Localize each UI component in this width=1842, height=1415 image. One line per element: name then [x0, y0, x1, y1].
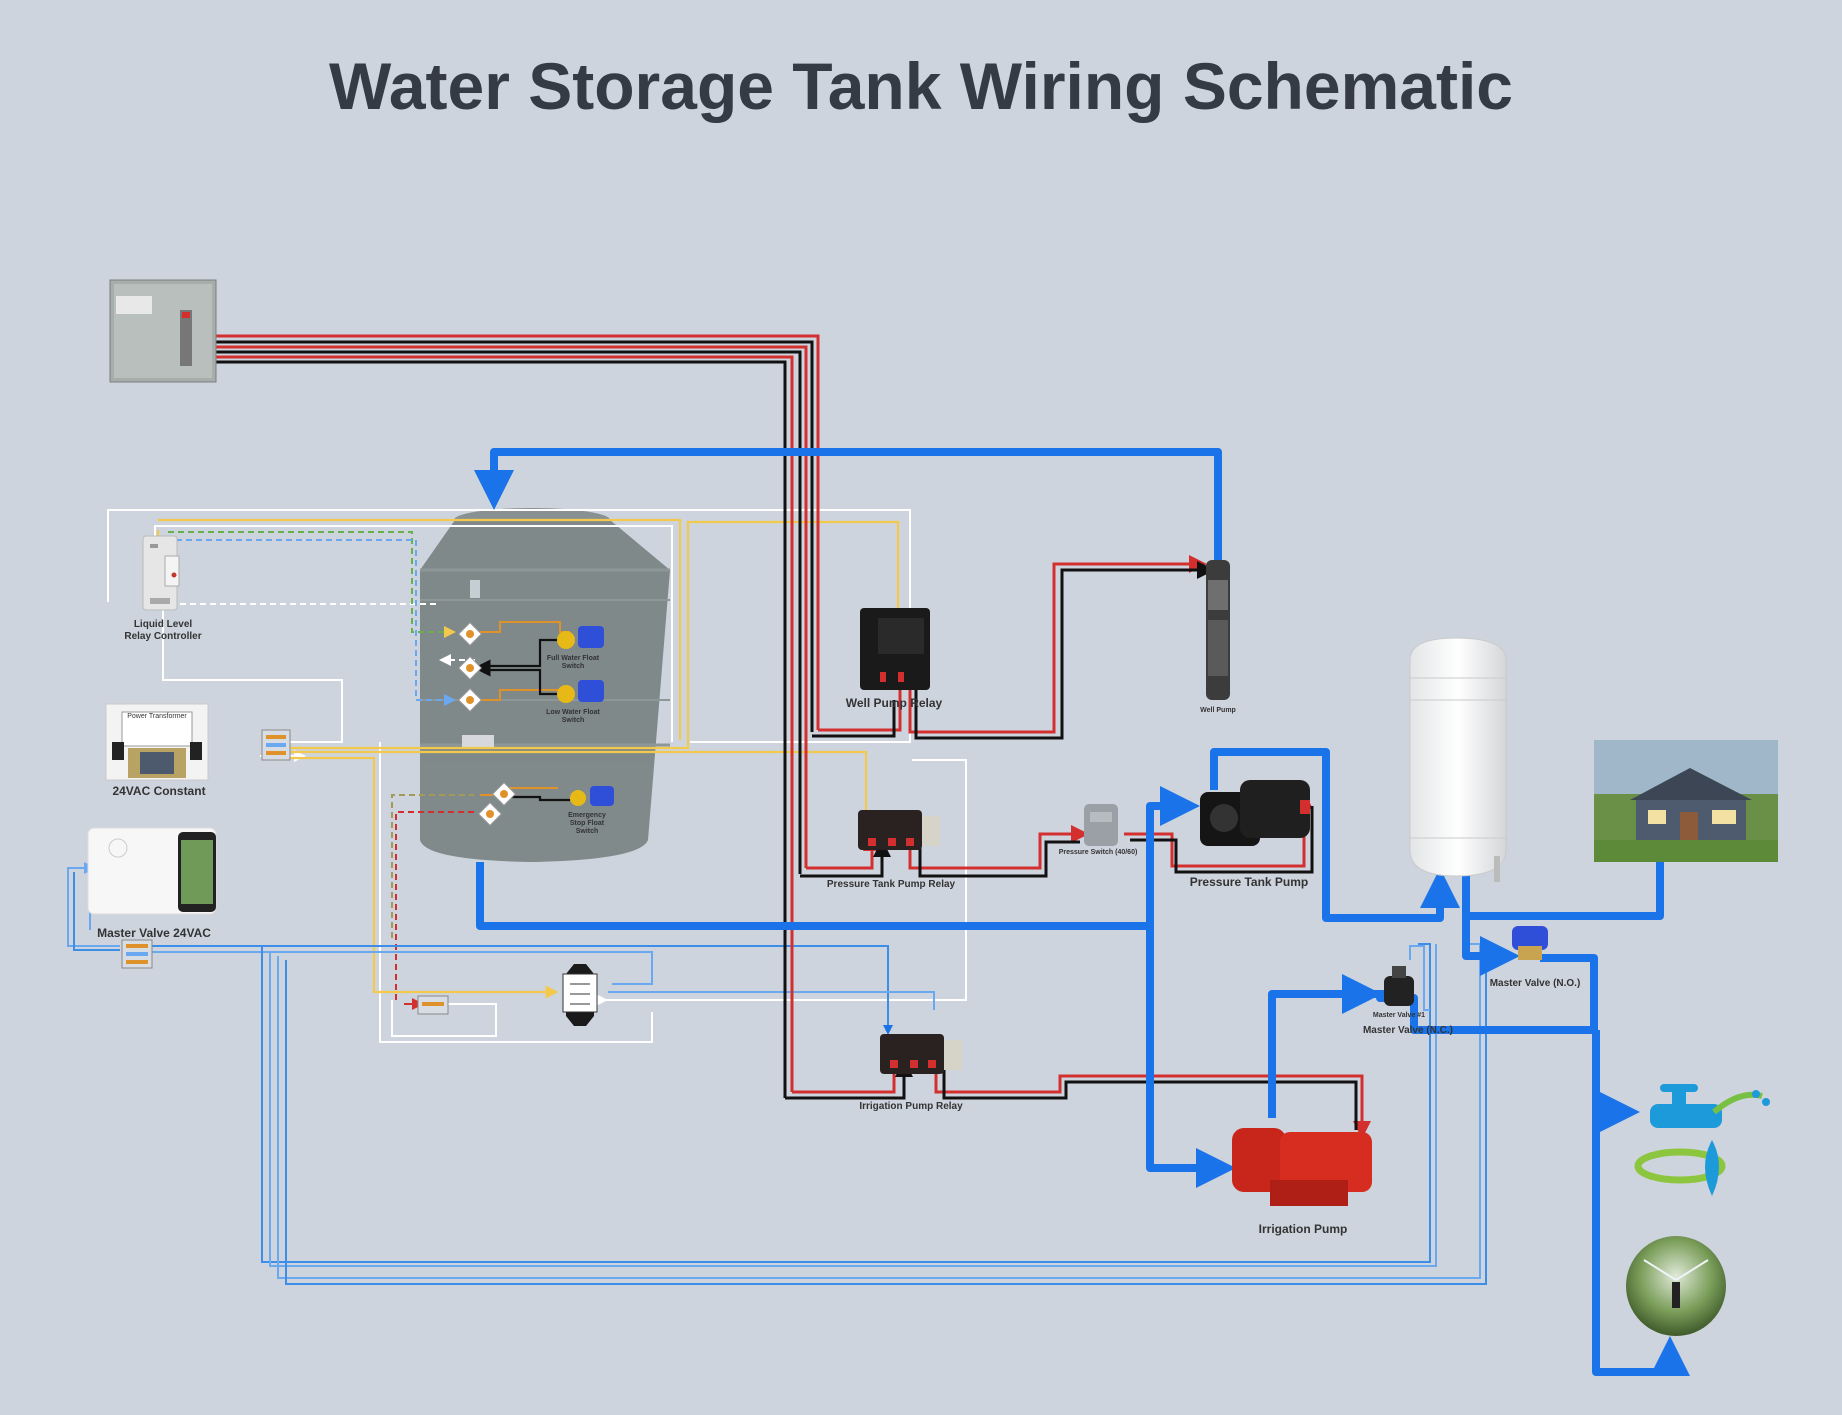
yellow-signal-wires — [151, 518, 905, 999]
irrigation-pump-label: Irrigation Pump — [1258, 1222, 1348, 1236]
irrigation-pump-relay — [880, 1034, 962, 1074]
wire-connectors — [121, 729, 449, 1015]
well-pump-relay — [860, 608, 930, 690]
sprinkler-icon — [1626, 1236, 1726, 1336]
float-switch-wires — [168, 531, 570, 1010]
master-valve-nc — [1384, 966, 1414, 1006]
float-black-wires — [477, 638, 570, 802]
well-pump — [1206, 560, 1230, 700]
house-image — [1594, 740, 1778, 862]
low-float-label: Low Water Float Switch — [546, 709, 600, 725]
well-relay-label: Well Pump Relay — [845, 696, 943, 710]
pressure-switch — [1084, 804, 1118, 846]
pressure-switch-label: Pressure Switch (40/60) — [1058, 849, 1138, 856]
low-float-switch — [557, 680, 604, 703]
full-float-switch — [557, 626, 604, 649]
master-valve-nc-small-label: Master Valve #1 — [1372, 1012, 1426, 1019]
emergency-float-label: Emergency Stop Float Switch — [568, 812, 606, 836]
master-valve-no-label: Master Valve (N.O.) — [1489, 978, 1581, 989]
irrigation-pump — [1232, 1128, 1372, 1206]
master-valve-24vac-label: Master Valve 24VAC — [97, 926, 211, 940]
float-switch-junctions — [457, 621, 517, 827]
storage-tank — [420, 508, 670, 862]
pressure-relay-label: Pressure Tank Pump Relay — [826, 879, 956, 890]
master-valve-24vac-wires — [67, 862, 1487, 1285]
power-wires — [177, 327, 1371, 1139]
liquid-level-controller — [142, 535, 180, 611]
master-valve-nc-label: Master Valve (N.C.) — [1362, 1025, 1454, 1036]
transformer-24vac: Power Transformer — [105, 703, 209, 781]
well-pump-label: Well Pump — [1200, 707, 1236, 714]
full-float-label: Full Water Float Switch — [546, 655, 600, 671]
master-valve-no — [1512, 926, 1548, 960]
page-title: Water Storage Tank Wiring Schematic — [328, 49, 1513, 123]
pressure-tank-pump — [1200, 780, 1310, 846]
faucet-hose-icon — [1634, 1084, 1770, 1196]
emergency-float-switch — [570, 786, 614, 806]
liquid-level-controller-label: Liquid Level Relay Controller — [124, 619, 202, 642]
emergency-relay-module — [562, 964, 598, 1026]
float-switches — [557, 626, 614, 806]
pressure-pump-relay — [858, 810, 940, 850]
pressure-pump-label: Pressure Tank Pump — [1189, 875, 1309, 889]
irrigation-controller — [87, 827, 217, 915]
electrical-panel — [109, 279, 217, 383]
irrigation-relay-label: Irrigation Pump Relay — [859, 1101, 963, 1112]
transformer-label: 24VAC Constant — [112, 784, 206, 798]
pressure-tank — [1409, 637, 1507, 882]
transformer-plate-label: Power Transformer — [127, 713, 187, 720]
